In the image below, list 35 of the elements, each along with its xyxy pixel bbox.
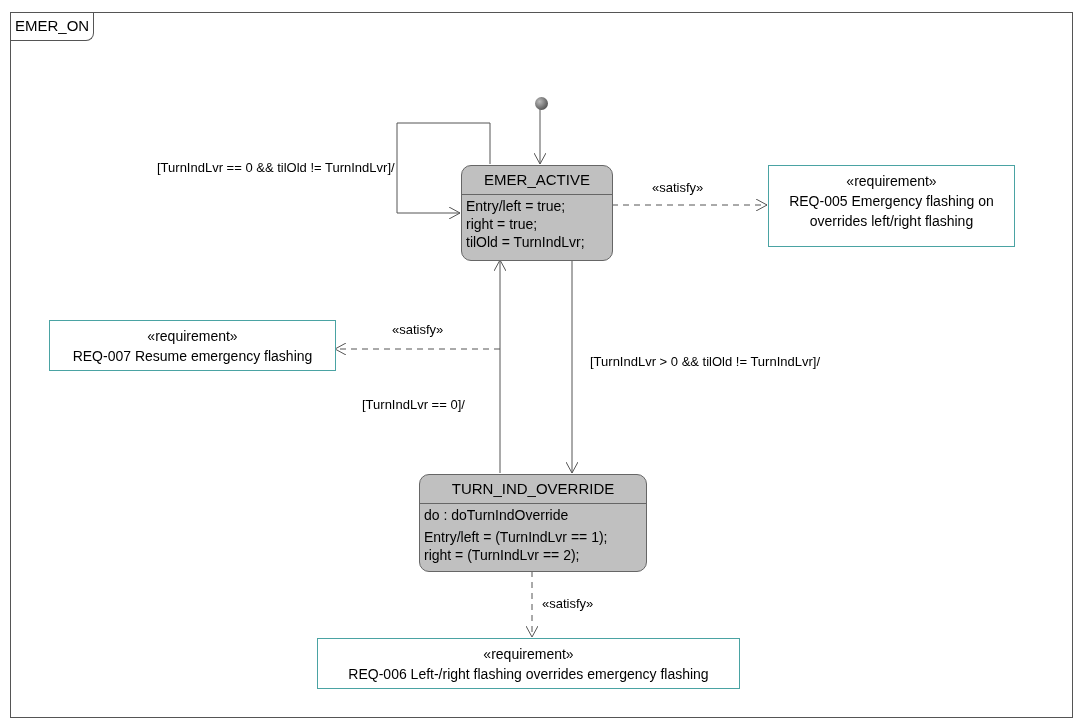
stereotype: «requirement»	[846, 172, 937, 191]
transition-arrow	[396, 122, 491, 220]
edge-label: [TurnIndLvr > 0 && tilOld != TurnIndLvr]/	[590, 354, 820, 370]
stereotype: «requirement»	[147, 327, 238, 346]
state-name: TURN_IND_OVERRIDE	[420, 475, 646, 504]
dependency-arrow	[334, 342, 501, 356]
requirement-box	[768, 165, 1015, 247]
requirement-box	[49, 320, 336, 371]
edge-label: «satisfy»	[392, 322, 444, 338]
state-action: right = true;	[466, 215, 539, 233]
requirement-text: REQ-007 Resume emergency flashing	[72, 347, 313, 366]
edge-label: «satisfy»	[542, 596, 594, 612]
stereotype: «requirement»	[483, 645, 574, 664]
state-box	[419, 474, 647, 572]
dependency-arrow	[611, 198, 768, 212]
state-action: Entry/left = true;	[466, 197, 567, 215]
edge-label: [TurnIndLvr == 0 && tilOld != TurnIndLvr]/	[157, 160, 395, 176]
edge-label: [TurnIndLvr == 0]/	[362, 397, 465, 413]
state-action: do : doTurnIndOverride	[424, 506, 570, 524]
state-box	[461, 165, 613, 261]
requirement-text: REQ-005 Emergency flashing on overrides left/right flashing	[788, 192, 995, 231]
dependency-arrow	[525, 570, 539, 638]
frame	[10, 12, 1073, 718]
state-name: EMER_ACTIVE	[462, 166, 612, 195]
edge-label: «satisfy»	[652, 180, 704, 196]
requirement-text: REQ-006 Left-/right flashing overrides emergency flashing	[348, 665, 709, 684]
initial-state	[535, 97, 548, 110]
transition-arrow	[533, 108, 547, 165]
frame-title: EMER_ON	[11, 13, 95, 41]
state-action: Entry/left = (TurnIndLvr == 1);	[424, 528, 609, 546]
transition-arrow	[565, 259, 579, 474]
state-action: right = (TurnIndLvr == 2);	[424, 546, 581, 564]
transition-arrow	[493, 259, 507, 474]
requirement-box	[317, 638, 740, 689]
state-action: tilOld = TurnIndLvr;	[466, 233, 586, 251]
